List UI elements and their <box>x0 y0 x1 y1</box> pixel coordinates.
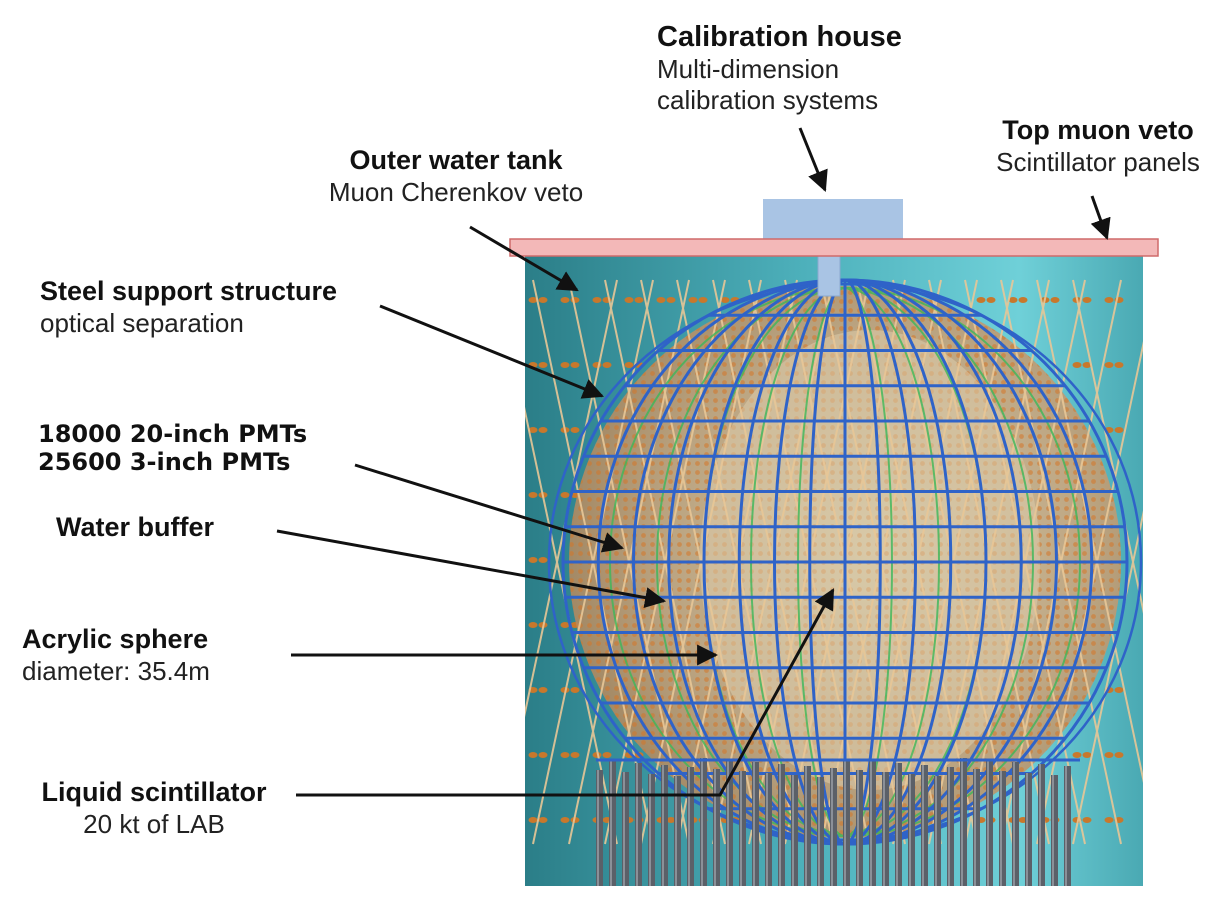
top-muon-veto-panel <box>509 238 1159 257</box>
label-pmts: 18000 20-inch PMTs 25600 3-inch PMTs <box>38 420 307 477</box>
calibration-house-sub1: Multi-dimension <box>657 54 840 85</box>
calibration-house-box <box>763 199 903 241</box>
arrow-outer-water-tank <box>469 225 579 292</box>
wall-pmt-dots <box>528 297 1124 823</box>
acrylic-sphere-title: Acrylic sphere <box>22 624 209 654</box>
label-acrylic-sphere: Acrylic sphere diameter: 35.4m <box>22 624 210 687</box>
pmts-line1: 18000 20-inch PMTs <box>38 420 308 448</box>
liquid-scintillator-sub: 20 kt of LAB <box>83 808 225 839</box>
liquid-scintillator-title: Liquid scintillator <box>41 777 267 807</box>
support-pillars <box>596 758 1080 886</box>
arrow-steel-support <box>379 304 604 399</box>
arrow-calibration-house <box>798 127 828 192</box>
top-muon-veto-sub: Scintillator panels <box>996 146 1200 177</box>
water-buffer-title: Water buffer <box>56 512 215 542</box>
arrow-water-buffer <box>276 529 667 608</box>
label-calibration-house: Calibration house Multi-dimension calibr… <box>657 20 902 116</box>
label-water-buffer: Water buffer <box>56 512 214 544</box>
outer-water-tank-sub: Muon Cherenkov veto <box>328 176 584 207</box>
acrylic-sphere-sub: diameter: 35.4m <box>22 655 210 686</box>
pmts-line2: 25600 3-inch PMTs <box>38 448 291 477</box>
calibration-house-sub2: calibration systems <box>657 84 879 115</box>
steel-support-title: Steel support structure <box>40 276 338 306</box>
outer-water-tank-title: Outer water tank <box>349 145 563 175</box>
arrow-liquid-scintillator <box>296 588 835 797</box>
label-top-muon-veto: Top muon veto Scintillator panels <box>966 115 1230 178</box>
label-liquid-scintillator: Liquid scintillator 20 kt of LAB <box>18 777 290 840</box>
arrow-top-muon-veto <box>1090 195 1111 240</box>
top-muon-veto-title: Top muon veto <box>1002 115 1194 145</box>
label-steel-support: Steel support structure optical separati… <box>40 276 337 339</box>
arrow-pmts <box>354 463 625 553</box>
steel-support-sub: optical separation <box>40 307 244 338</box>
label-outer-water-tank: Outer water tank Muon Cherenkov veto <box>298 145 614 208</box>
calibration-house-title: Calibration house <box>657 21 902 53</box>
callout-arrows <box>276 127 1111 797</box>
